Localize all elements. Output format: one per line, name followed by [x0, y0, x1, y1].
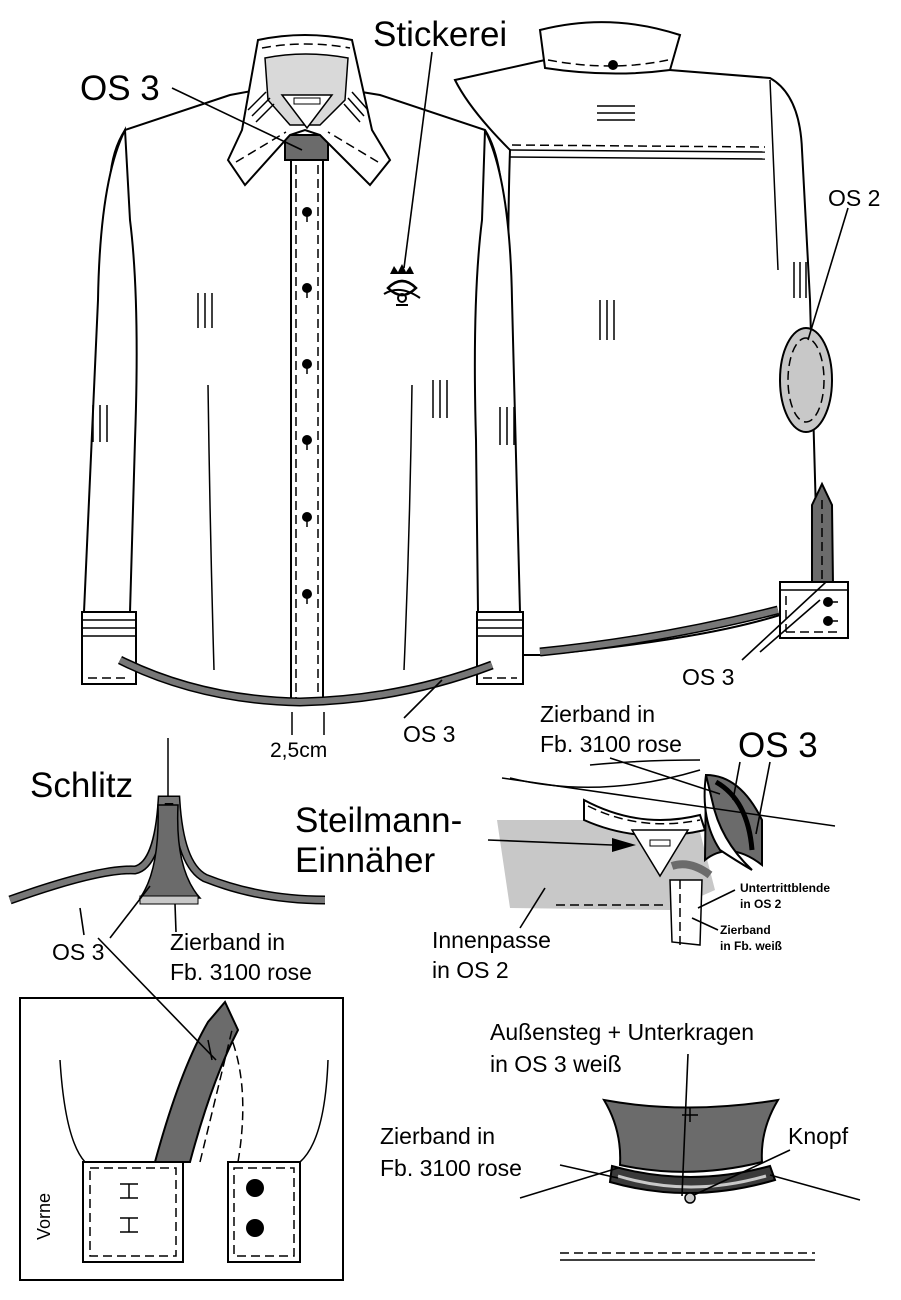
label-zierband-weiss-color: in Fb. weiß: [720, 939, 782, 953]
label-zierband-bottom: Zierband in: [380, 1123, 495, 1149]
label-placket-width: 2,5cm: [270, 739, 327, 762]
label-zierband-top-color: Fb. 3100 rose: [540, 731, 682, 757]
label-untertrittblende: Untertrittblende: [740, 881, 830, 895]
sleeve-placket-front: [153, 1000, 240, 1163]
inner-neck-yoke: [264, 53, 349, 126]
front-sleeve-left: [82, 126, 138, 613]
label-os3-hem: OS 3: [403, 721, 455, 747]
neckband-detail: [519, 1098, 861, 1261]
collar-button-icon: [608, 60, 618, 70]
label-zierband-top: Zierband in: [540, 701, 655, 727]
label-steilmann: Steilmann-: [295, 801, 462, 840]
grain-marks-back-sleeve: [793, 262, 807, 298]
back-sleeve-seam: [769, 79, 779, 271]
leader-lines: [79, 51, 849, 1197]
label-schlitz: Schlitz: [30, 766, 133, 805]
front-sleeve-right: [473, 129, 522, 613]
elbow-patch: [779, 327, 833, 433]
schlitz-detail: [8, 738, 326, 905]
label-einnaeher: Einnäher: [295, 841, 435, 880]
label-zierband-weiss: Zierband: [720, 923, 771, 937]
labels: Stickerei OS 3 OS 2 OS 3 OS 3 2,5cm Schl…: [30, 15, 880, 1240]
back-collar: [538, 21, 682, 75]
label-stickerei: Stickerei: [373, 15, 507, 54]
grain-marks-front: [92, 293, 515, 445]
label-os3-collar-detail: OS 3: [738, 726, 818, 765]
label-vorne: Vorne: [34, 1193, 54, 1240]
label-zierband-schlitz-color: Fb. 3100 rose: [170, 959, 312, 985]
front-cuff-right: [476, 611, 524, 685]
collar-detail: [497, 759, 836, 946]
shirt-back-view: [453, 21, 849, 657]
knopf-button-icon: [684, 1192, 696, 1204]
back-yoke-seam: [509, 149, 766, 153]
grain-marks-yoke: [597, 105, 635, 121]
front-cuff-left: [81, 611, 137, 685]
back-cuff: [779, 581, 849, 639]
button-dot-icon: [246, 1179, 264, 1197]
cuff-detail-box: [19, 997, 344, 1281]
label-os3-back-cuff: OS 3: [682, 664, 734, 690]
label-os3-collar: OS 3: [80, 69, 160, 108]
label-aussensteg-os3: in OS 3 weiß: [490, 1051, 622, 1077]
label-innenpasse: Innenpasse: [432, 927, 551, 953]
back-body: [453, 58, 820, 656]
grain-marks-back: [599, 300, 615, 340]
label-aussensteg: Außensteg + Unterkragen: [490, 1019, 754, 1045]
label-zierband-bottom-color: Fb. 3100 rose: [380, 1155, 522, 1181]
button-dot-icon: [246, 1219, 264, 1237]
collar-stand-front: [284, 134, 329, 161]
label-os3-schlitz: OS 3: [52, 939, 104, 965]
label-untertrittblende-os2: in OS 2: [740, 897, 782, 911]
label-os2-elbow: OS 2: [828, 185, 880, 211]
label-zierband-schlitz: Zierband in: [170, 929, 285, 955]
placket-buttons: [302, 207, 312, 604]
shirt-front-view: [81, 34, 524, 735]
label-knopf: Knopf: [788, 1123, 849, 1149]
label-innenpasse-os2: in OS 2: [432, 957, 509, 983]
crown-logo-icon: [383, 264, 421, 306]
